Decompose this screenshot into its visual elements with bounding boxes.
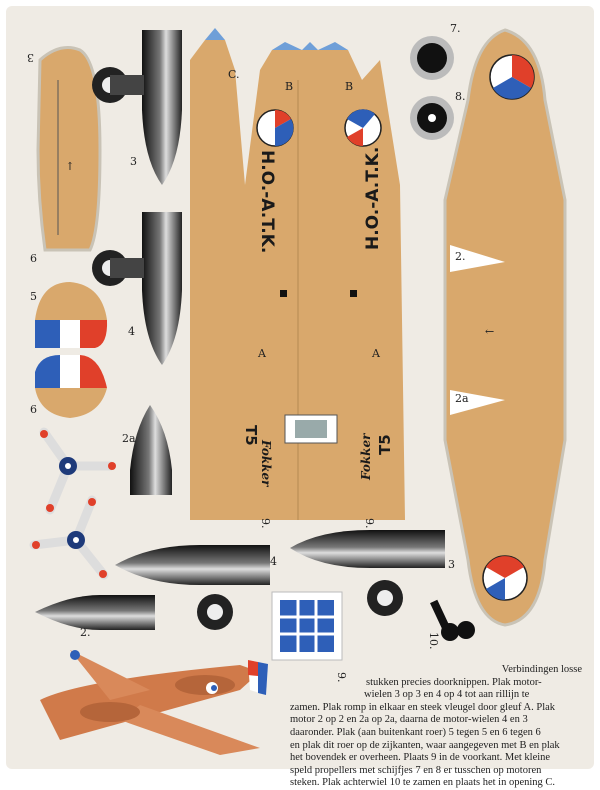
label-a: A xyxy=(371,347,381,360)
registration-right: H.O.-A.T.K. xyxy=(363,147,383,250)
tail-wheel-10 xyxy=(430,599,475,641)
roundel-icon xyxy=(489,54,535,100)
label-part-4: 4 xyxy=(270,555,277,568)
instruction-line: speld propellers met schijfjes 7 en 8 er… xyxy=(290,764,542,776)
disc-8 xyxy=(410,96,454,140)
label-part-3: 3 xyxy=(130,155,137,168)
disc-7 xyxy=(410,36,454,80)
engine-nacelle-3 xyxy=(92,30,182,185)
label-b: B xyxy=(285,80,293,93)
engine-nacelle-2 xyxy=(35,595,155,630)
wing-part: ← xyxy=(443,28,567,627)
engine-nacelle-3-horizontal xyxy=(290,530,445,616)
instruction-line: wielen 3 op 3 en 4 op 4 tot aan rillijn … xyxy=(364,689,530,701)
label-part-2: 2. xyxy=(80,626,91,639)
type-code-left: T5 xyxy=(242,425,260,446)
label-part-8: 8. xyxy=(455,90,466,103)
engine-nacelle-4 xyxy=(92,212,182,365)
maker-right: Fokker xyxy=(359,432,373,481)
instruction-line: daaronder. Plak (aan buitenkant roer) 5 … xyxy=(290,726,541,738)
registration-left: H.O.-A.T.K. xyxy=(257,150,277,253)
label-part-6-tail: 6 xyxy=(30,252,37,265)
maker-left: Fokker xyxy=(259,439,273,488)
label-part-2a: 2a xyxy=(455,392,469,405)
engine-nacelle-4-horizontal xyxy=(115,545,270,630)
label-part-2a: 2a xyxy=(122,432,136,445)
assembled-plane-illustration xyxy=(40,650,268,755)
instruction-line: Verbindingen losse xyxy=(501,664,582,675)
nose-part-9 xyxy=(271,591,343,661)
roundel-icon xyxy=(256,109,294,147)
instruction-line: zamen. Plak romp in elkaar en steek vleu… xyxy=(290,701,556,713)
engine-nacelle-2a xyxy=(130,405,172,495)
tail-fin-part xyxy=(36,46,102,252)
label-part-10: 10. xyxy=(427,632,440,650)
label-c: C. xyxy=(228,68,240,81)
propeller xyxy=(29,495,109,580)
rudder-part-5 xyxy=(35,282,108,348)
assembly-instructions: Verbindingen losse stukken precies doork… xyxy=(290,664,582,790)
instruction-line: steken. Plak achterwiel 10 te zamen en p… xyxy=(290,777,556,789)
label-part-5: 5 xyxy=(30,290,37,303)
roundel-icon xyxy=(344,109,382,147)
label-part-9: 9. xyxy=(259,518,272,529)
instruction-line: het bovendek er overheen. Plaats 9 in de… xyxy=(290,752,551,764)
label-b: B xyxy=(345,80,353,93)
label-part-7: 7. xyxy=(450,22,461,35)
instruction-line: stukken precies doorknippen. Plak motor- xyxy=(366,676,542,688)
type-code-right: T5 xyxy=(376,434,394,455)
instruction-line: motor 2 op 2 en 2a op 2a, daarna de moto… xyxy=(290,714,528,726)
label-part-3: 3 xyxy=(448,558,455,571)
label-part-4: 4 xyxy=(128,325,135,338)
label-part-9: 9. xyxy=(335,672,348,683)
propeller xyxy=(39,427,116,515)
rudder-part-6 xyxy=(35,355,107,418)
label-part-2: 2. xyxy=(455,250,466,263)
label-a: A xyxy=(257,347,267,360)
label-part-9: 9. xyxy=(363,518,376,529)
instruction-line: en plak dit roer op de zijkanten, waar a… xyxy=(290,739,560,751)
label-part-6: 6 xyxy=(30,403,37,416)
fuselage-part: H.O.-A.T.K. H.O.-A.T.K. T5 T5 Fokker Fok… xyxy=(190,28,405,520)
arrow-up-icon: ↑ xyxy=(65,160,74,173)
roundel-icon xyxy=(482,555,528,601)
label-tail-top: 3 xyxy=(27,51,34,64)
arrow-left-icon: ← xyxy=(485,325,494,338)
